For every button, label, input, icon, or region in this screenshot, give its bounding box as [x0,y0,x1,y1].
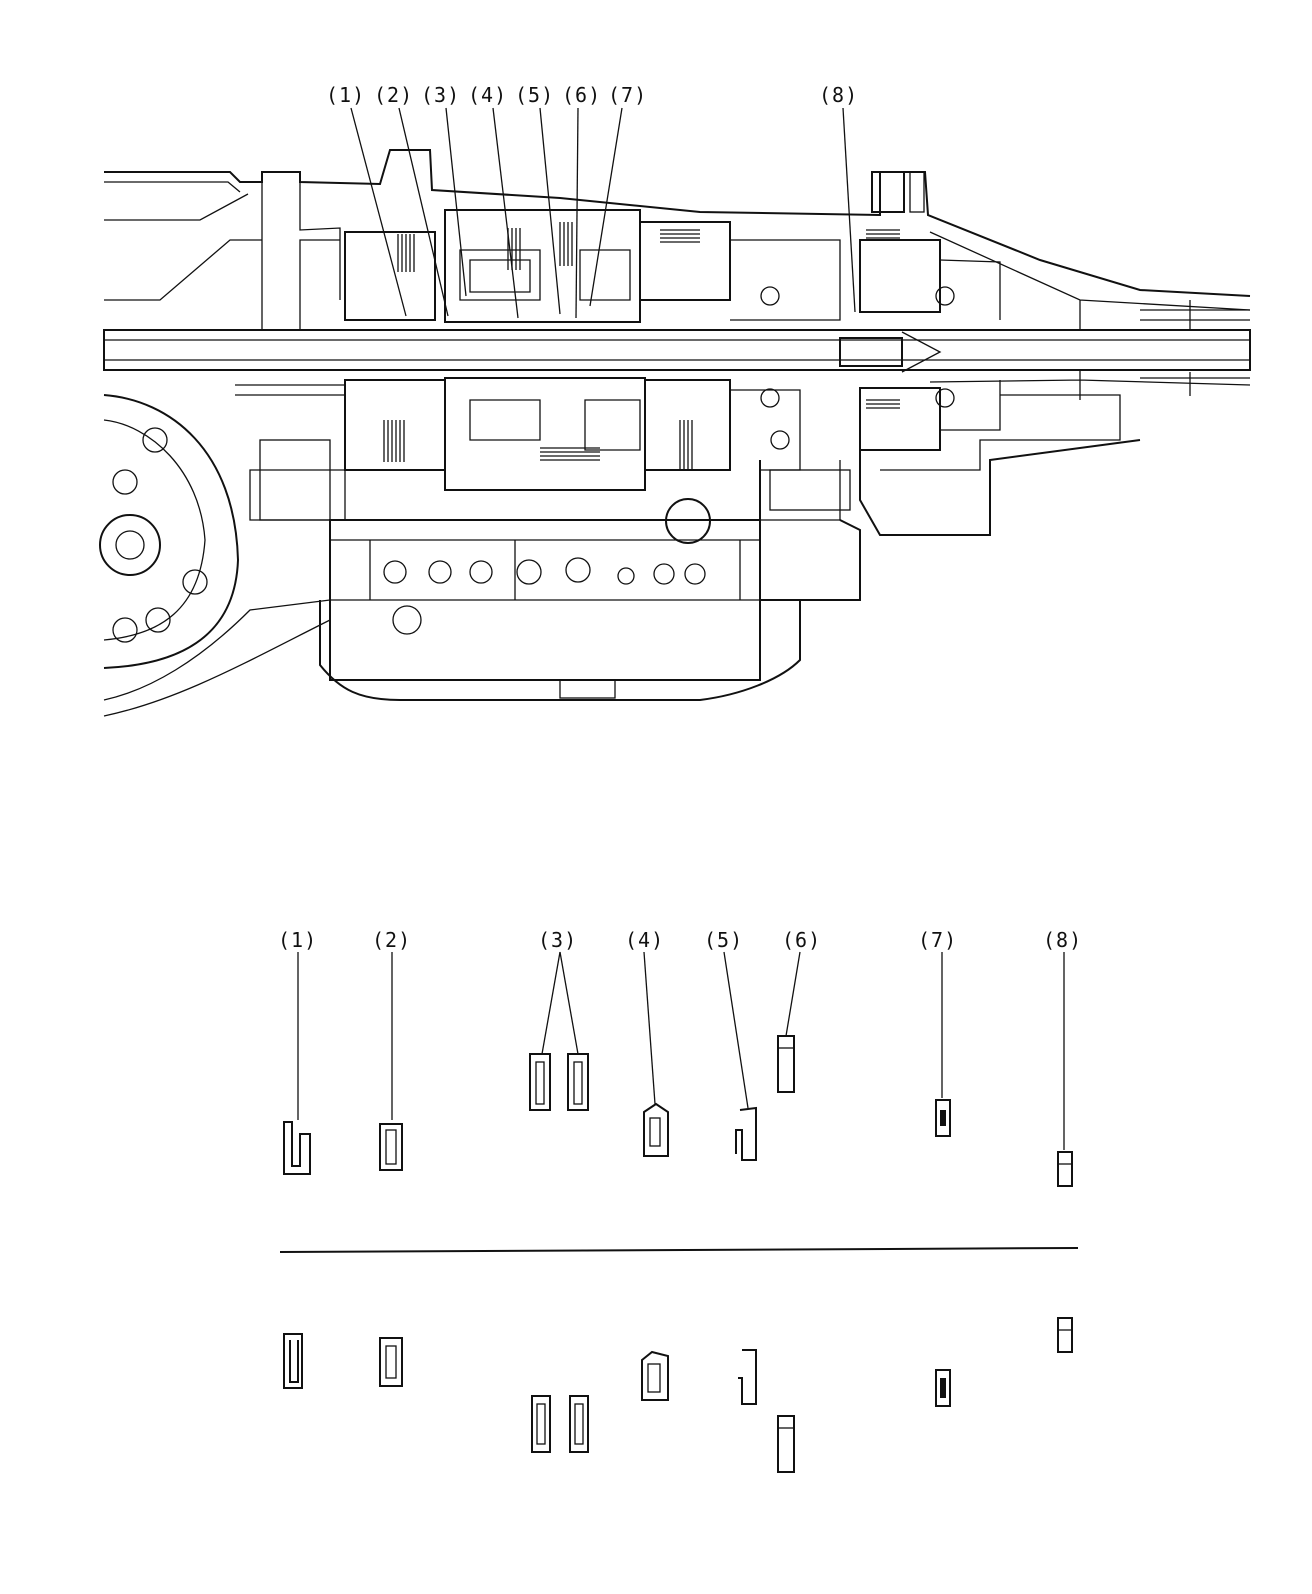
bottom-callout-1: (1) [278,928,318,952]
part-3b-lower [569,1395,589,1453]
bottom-callout-8: (8) [1043,928,1083,952]
part-2-upper [379,1123,403,1171]
part-2-lower [379,1337,403,1387]
part-8-upper [1057,1151,1073,1187]
top-callout-8: (8) [819,83,859,107]
bottom-callout-5: (5) [704,928,744,952]
parts-row-lower [283,1317,1073,1473]
top-callout-2: (2) [374,83,414,107]
part-6-lower [777,1415,795,1473]
top-callout-4: (4) [468,83,508,107]
part-8-lower [1057,1317,1073,1353]
part-7-upper [935,1099,951,1137]
transmission-cross-section [99,107,1251,717]
part-3b-upper [567,1053,589,1111]
bottom-callout-3: (3) [538,928,578,952]
part-1-lower [283,1333,303,1389]
top-callout-6: (6) [562,83,602,107]
part-4-lower [641,1350,669,1401]
top-callout-7: (7) [608,83,648,107]
top-callout-1: (1) [326,83,366,107]
divider-line [279,1247,1079,1253]
part-3a-lower [531,1395,551,1453]
part-5-lower [738,1349,757,1405]
bottom-callout-7: (7) [918,928,958,952]
top-callout-5: (5) [515,83,555,107]
part-6-upper [777,1035,795,1093]
part-7-lower [935,1369,951,1407]
bottom-callout-2: (2) [372,928,412,952]
bottom-callout-4: (4) [625,928,665,952]
bottom-callout-6: (6) [782,928,822,952]
part-3a-upper [529,1053,551,1111]
part-1-upper [283,1121,311,1175]
part-4-upper [643,1102,669,1157]
part-5-upper [735,1106,757,1161]
parts-row-upper [283,951,1073,1187]
top-callout-3: (3) [421,83,461,107]
